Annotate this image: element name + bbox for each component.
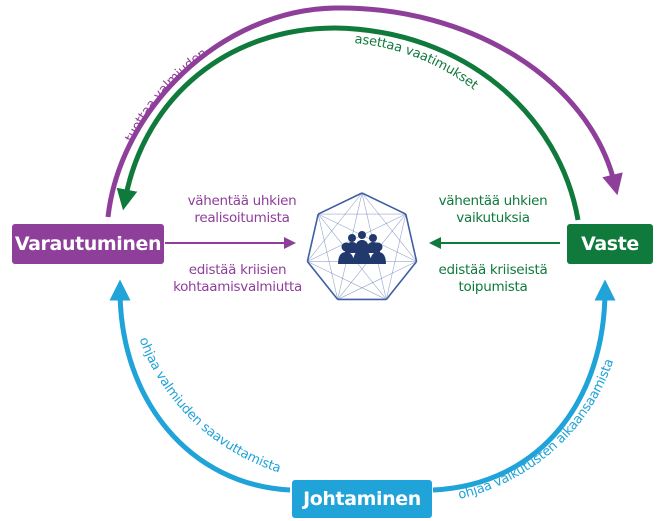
node-vaste-label: Vaste [581, 233, 639, 255]
heptagon-edge [307, 213, 406, 262]
heptagon-edge [337, 261, 417, 300]
text-left-top-line2: realisoitumista [194, 210, 290, 226]
arrow-tuottaa-valmiuden [105, 5, 623, 218]
label-ohjaa-valmiuden: ohjaa valmiuden saavuttamista [136, 335, 283, 476]
text-right-top-line1: vähentää uhkien [438, 193, 548, 209]
heptagon-edge [306, 260, 339, 300]
heptagon-edge [306, 213, 319, 262]
text-right-top-line2: vaikutuksia [456, 210, 530, 226]
arrow-asettaa-vaatimukset [116, 25, 581, 221]
heptagon-edge [385, 260, 418, 300]
heptagon-edge [361, 192, 407, 215]
central-network-heptagon [306, 192, 418, 301]
node-varautuminen-label: Varautuminen [14, 233, 162, 255]
heptagon-edge [386, 214, 407, 300]
text-left-bottom-line1: edistää kriisien [188, 262, 287, 278]
node-vaste: Vaste [567, 224, 653, 264]
heptagon-edge [307, 192, 363, 262]
heptagon-edge [317, 214, 338, 300]
node-johtaminen-label: Johtaminen [303, 488, 421, 510]
text-right-bottom: edistää kriiseistä toipumista [428, 262, 558, 296]
heptagon-edge [307, 261, 387, 300]
arrow-ohjaa-vaikutusten [432, 279, 616, 493]
text-left-bottom-line2: kohtaamisvalmiutta [173, 279, 302, 295]
text-right-bottom-line2: toipumista [458, 279, 528, 295]
arrow-ohjaa-valmiuden [109, 279, 291, 493]
people-group-icon [338, 231, 386, 264]
text-left-bottom: edistää kriisien kohtaamisvalmiutta [170, 262, 305, 296]
text-right-top: vähentää uhkien vaikutuksia [428, 193, 558, 227]
heptagon-edge [405, 213, 418, 262]
text-left-top-line1: vähentää uhkien [187, 193, 297, 209]
heptagon-edge [318, 213, 417, 262]
heptagon-edge [317, 192, 363, 215]
heptagon-edge [361, 192, 417, 262]
node-varautuminen: Varautuminen [12, 224, 164, 264]
node-johtaminen: Johtaminen [292, 480, 432, 518]
label-tuottaa-valmiuden: tuottaa valmiuden [123, 46, 210, 144]
text-right-bottom-line1: edistää kriiseistä [438, 262, 548, 278]
text-left-top: vähentää uhkien realisoitumista [182, 193, 302, 227]
